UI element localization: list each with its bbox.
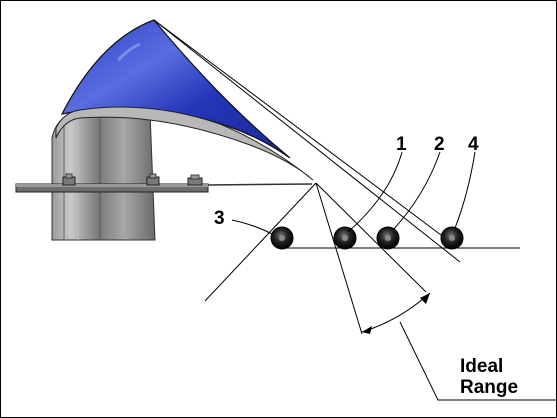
callout-leaders <box>231 151 476 235</box>
geometry-lines <box>153 19 557 401</box>
range-leader-line <box>399 321 557 401</box>
leader-1 <box>347 151 403 233</box>
range-left-edge <box>315 182 363 335</box>
leader-2 <box>392 151 441 231</box>
bolt-middle <box>146 173 160 186</box>
ideal-range-label-line1: Ideal <box>460 356 503 377</box>
callout-1: 1 <box>396 134 407 155</box>
range-right-edge <box>315 182 427 293</box>
mounting-plate <box>15 183 313 193</box>
deflector-blade <box>55 19 314 181</box>
upper-tangent-line <box>153 19 461 263</box>
ideal-range-arc <box>361 292 431 333</box>
wheel-2 <box>376 226 400 250</box>
bolt-right <box>187 174 203 186</box>
callout-4: 4 <box>468 134 479 155</box>
leader-4 <box>454 151 476 229</box>
down-left-line <box>204 182 317 302</box>
wheel-3 <box>270 226 294 250</box>
upper-inner-line <box>153 19 446 239</box>
callout-2: 2 <box>434 134 445 155</box>
bolt-left <box>62 173 76 186</box>
ideal-range-label-line2: Range <box>460 377 518 398</box>
wheel-4 <box>440 226 464 250</box>
leader-3 <box>231 219 273 235</box>
callout-3: 3 <box>214 208 225 229</box>
wheel-1 <box>333 226 357 250</box>
